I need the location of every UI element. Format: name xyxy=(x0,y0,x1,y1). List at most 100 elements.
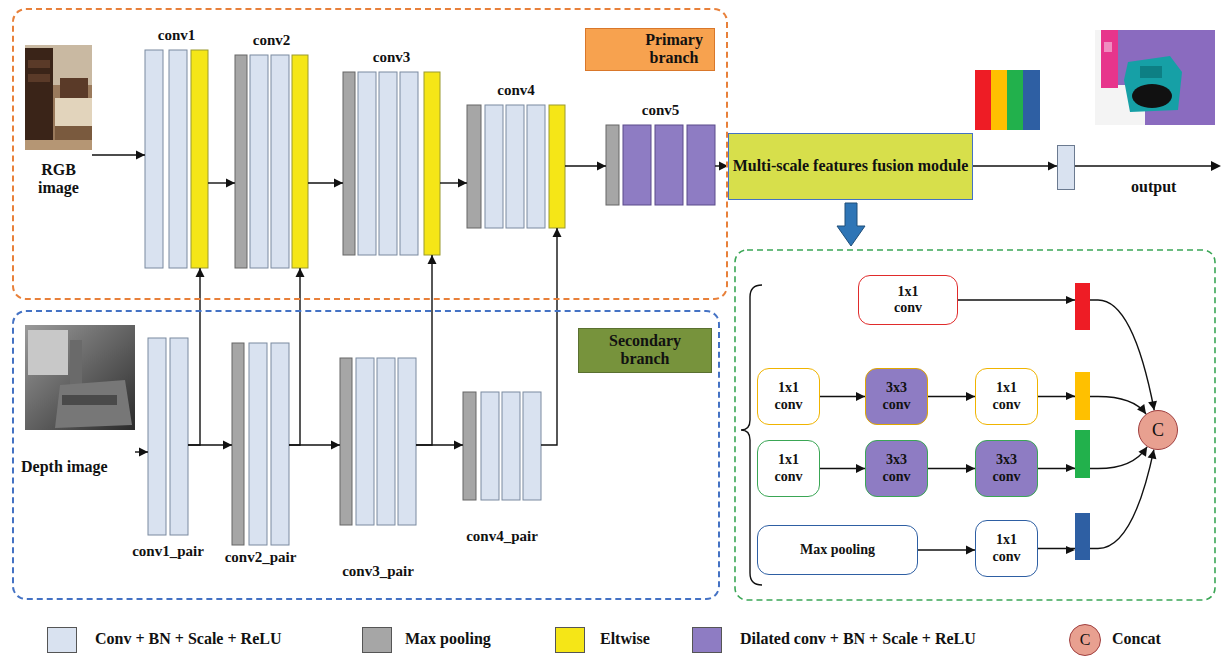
connector xyxy=(918,546,975,555)
connector xyxy=(928,464,975,473)
box-label: 1x1 conv xyxy=(985,380,1029,412)
conv-box: 1x1 conv xyxy=(858,275,958,325)
layer-name: conv1 xyxy=(158,27,196,44)
arrow-head xyxy=(1137,404,1146,414)
conv4-bars xyxy=(467,105,565,228)
arrow-head xyxy=(223,441,232,450)
legend-swatch xyxy=(692,627,722,653)
arrow-head xyxy=(1148,401,1157,411)
conv-block: conv3 xyxy=(343,72,440,255)
expand-arrow xyxy=(837,203,865,246)
legend-concat-symbol: C xyxy=(1069,624,1101,656)
conv-pair-block: conv2_pair xyxy=(232,343,289,545)
layer-name: conv4 xyxy=(497,82,535,99)
legend-swatch xyxy=(362,627,392,653)
connector xyxy=(208,179,235,188)
connector xyxy=(928,392,975,401)
arrow-head xyxy=(597,162,606,171)
connector xyxy=(973,162,1057,171)
output-arrow-line xyxy=(1075,165,1212,166)
primary-branch-region: Primary branch RGB image conv1 conv2 conv3 co… xyxy=(12,8,728,300)
legend-text: Concat xyxy=(1112,630,1161,648)
output-arrow-head xyxy=(1211,161,1221,171)
conv-box: 1x1 conv xyxy=(975,368,1038,425)
arrow-head xyxy=(139,448,148,457)
output-layer: output xyxy=(1057,145,1075,190)
layer-name: conv1_pair xyxy=(132,543,204,560)
concat-symbol: C xyxy=(1080,631,1091,649)
conv5-bars xyxy=(606,125,715,205)
connector xyxy=(289,268,305,445)
conv2-bars xyxy=(235,55,308,268)
box-label: Multi-scale features fusion module xyxy=(733,157,969,175)
conv-box: 1x1 conv xyxy=(975,520,1038,577)
branch-title: Primary branch xyxy=(585,28,715,71)
conv-block: conv1 xyxy=(145,50,208,268)
bar-arrow-head xyxy=(1066,464,1075,472)
connector-line xyxy=(973,165,1057,166)
legend-swatch xyxy=(47,627,77,653)
arrow-head xyxy=(458,179,467,188)
connector-line xyxy=(188,268,200,445)
arrow-head xyxy=(331,441,340,450)
fusion-detail-region xyxy=(735,250,1215,600)
arrow-head xyxy=(1148,450,1157,460)
arrow-head xyxy=(966,392,975,401)
conv-block: conv2 xyxy=(235,55,308,268)
conv-block: conv4 xyxy=(467,105,565,228)
box-label: 1x1 conv xyxy=(985,532,1029,564)
arrow-head xyxy=(1138,447,1147,457)
branch-bar xyxy=(1075,283,1090,330)
arrow-head xyxy=(196,268,205,277)
arrow-head xyxy=(553,228,562,237)
connector-line xyxy=(416,255,432,445)
connector xyxy=(188,268,205,445)
connector xyxy=(565,162,606,171)
arrow-head xyxy=(136,151,145,160)
dilated-conv-box: 3x3 conv xyxy=(975,440,1038,497)
color-strip xyxy=(975,70,1040,130)
arrow-head xyxy=(226,179,235,188)
conv-box: 1x1 conv xyxy=(757,368,820,425)
layer-name: conv2_pair xyxy=(225,549,297,566)
connector xyxy=(820,464,865,473)
box-label: 3x3 conv xyxy=(875,380,919,412)
arrow-head xyxy=(454,441,463,450)
arrow-head xyxy=(966,546,975,555)
arrow-head xyxy=(428,255,437,264)
conv2-pair-bars xyxy=(232,343,289,545)
conv1-bars xyxy=(145,50,208,268)
connector xyxy=(1038,397,1146,414)
fusion-module: Multi-scale features fusion module xyxy=(728,133,973,200)
legend-text: Conv + BN + Scale + ReLU xyxy=(95,630,281,648)
bar-arrow-head xyxy=(1066,546,1075,554)
box-label: 1x1 conv xyxy=(767,452,811,484)
dilated-conv-box: 3x3 conv xyxy=(865,368,928,425)
layer-name: conv5 xyxy=(642,102,680,119)
pooling-box: Max pooling xyxy=(757,525,918,575)
legend-text: Dilated conv + BN + Scale + ReLU xyxy=(740,630,976,648)
box-label: 3x3 conv xyxy=(985,452,1029,484)
conv-box: 1x1 conv xyxy=(757,440,820,497)
input-label: Depth image xyxy=(21,458,108,476)
rgb-image-input: RGB image xyxy=(25,45,92,158)
arrow-head xyxy=(966,464,975,473)
bar-arrow-head xyxy=(1066,296,1075,304)
box-label: 1x1 conv xyxy=(886,284,930,316)
conv-pair-block: conv3_pair xyxy=(340,358,416,525)
output-segmentation xyxy=(1095,30,1215,125)
layer-name: conv3 xyxy=(373,49,411,66)
box-label: Max pooling xyxy=(800,542,875,558)
branch-bar xyxy=(1075,430,1090,478)
rgb-photo xyxy=(25,45,92,150)
conv-pair-block: conv1_pair xyxy=(148,338,188,535)
connector xyxy=(440,179,467,188)
concat-symbol: C xyxy=(1152,420,1164,441)
conv-block: conv5 xyxy=(606,125,715,205)
connector xyxy=(92,151,145,160)
connector-line xyxy=(1038,397,1146,414)
connector xyxy=(1038,447,1147,469)
connector-line xyxy=(1038,450,1154,549)
connector xyxy=(416,255,437,445)
